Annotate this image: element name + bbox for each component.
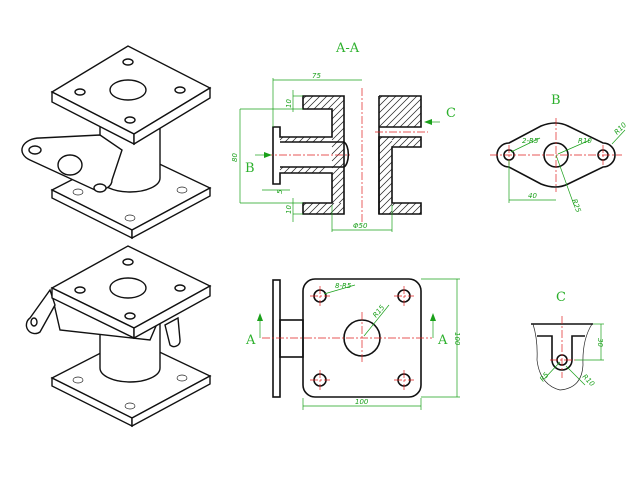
hatch-line [331,190,345,204]
hatch-line [378,196,393,211]
hatch-line [331,141,345,155]
hatch-line [311,166,319,174]
dim-b-r25: R25 [570,198,582,214]
hatch-line [305,136,312,143]
hatch-line [398,136,410,148]
hatch-line [331,113,345,127]
hatch-line [378,147,393,162]
dim-80: 80 [231,153,239,162]
hatch-line [318,166,326,174]
hatch-line [304,166,312,174]
hatch-line [404,202,417,215]
hatch-line [313,95,328,110]
dim-b-r10: R10 [578,137,592,145]
hatch-line [413,119,422,128]
hatch-line [283,166,291,174]
hatch-line [322,202,335,215]
dim-top-r15: R15 [371,303,386,319]
hatch-line [378,136,390,148]
section-hatching [279,95,422,215]
hatch-line [315,202,328,215]
hatch-line [391,202,403,214]
hatch-line [336,206,345,215]
hatch-line [319,136,326,143]
view-b-title: B [551,93,561,108]
hatch-line [399,105,422,128]
view-c-title: C [556,290,566,305]
hatch-line [312,136,319,143]
dim-75: 75 [312,72,321,80]
view-b-marker: B [245,161,255,176]
hatch-line [378,182,393,197]
dim-top-8-r5: 8-R5 [335,282,352,290]
dim-top-height: 100 [453,332,461,346]
hatch-line [331,134,345,148]
hatch-line [302,95,314,107]
hatch-line [308,202,321,215]
hatch-line [385,95,418,128]
hatch-line [290,166,298,174]
hatch-line [381,203,393,215]
dim-b-end-r10: R10 [613,121,629,137]
hatch-line [331,120,345,134]
top-view: 8-R5 R15 100 100 A A [245,278,461,410]
hatch-line [284,136,291,143]
view-c: C 30 R5 R10 [531,290,604,391]
section-marker-right: A [437,333,448,348]
hatch-line [397,202,410,215]
hatch-line [391,136,403,148]
hatch-line [378,95,390,107]
isometric-view-bottom [25,245,212,428]
hatch-line [378,168,393,183]
hatch-line [331,183,345,197]
view-c-marker: C [446,106,456,121]
view-b: B 2-R5 R10 R10 R25 40 [490,93,629,214]
hatch-line [378,189,393,204]
section-view-a-a: A-A 75 80 10 10 5 Φ50 B C [231,41,456,232]
dim-c-r10: R10 [581,373,597,389]
hatch-line [331,169,345,183]
dim-b-2-r5: 2-R5 [522,137,539,145]
hatch-line [331,108,343,120]
hatch-line [411,204,422,215]
hatch-line [297,166,305,174]
hatch-line [392,98,422,128]
dim-10-bottom: 10 [285,205,293,214]
hatch-line [334,99,345,110]
section-title: A-A [335,41,360,56]
hatch-line [405,136,417,148]
hatch-line [331,127,345,141]
hatch-line [331,176,345,190]
hatch-line [378,95,411,128]
hatch-line [331,155,345,169]
section-marker-left: A [245,333,256,348]
hatch-line [412,138,422,148]
isometric-view-top [21,45,212,240]
hatch-line [327,95,342,110]
hatch-line [378,175,393,190]
hatch-line [298,136,305,143]
hatch-line [378,140,393,155]
hatch-line [331,162,345,176]
hatch-line [406,112,422,128]
hatch-line [306,95,321,110]
hatch-line [291,136,298,143]
dim-10-top: 10 [285,99,293,108]
hatch-line [378,95,404,121]
hatch-line [378,154,393,169]
hatch-line [378,161,393,176]
dim-top-width: 100 [355,398,369,406]
dim-bore-dia: Φ50 [353,222,368,230]
hatch-line [338,197,345,204]
dim-b-40: 40 [528,192,537,200]
hatch-line [302,202,314,214]
hatch-line [320,95,335,110]
dim-c-30: 30 [596,338,604,347]
hatch-line [378,95,397,114]
dim-5: 5 [276,189,284,194]
